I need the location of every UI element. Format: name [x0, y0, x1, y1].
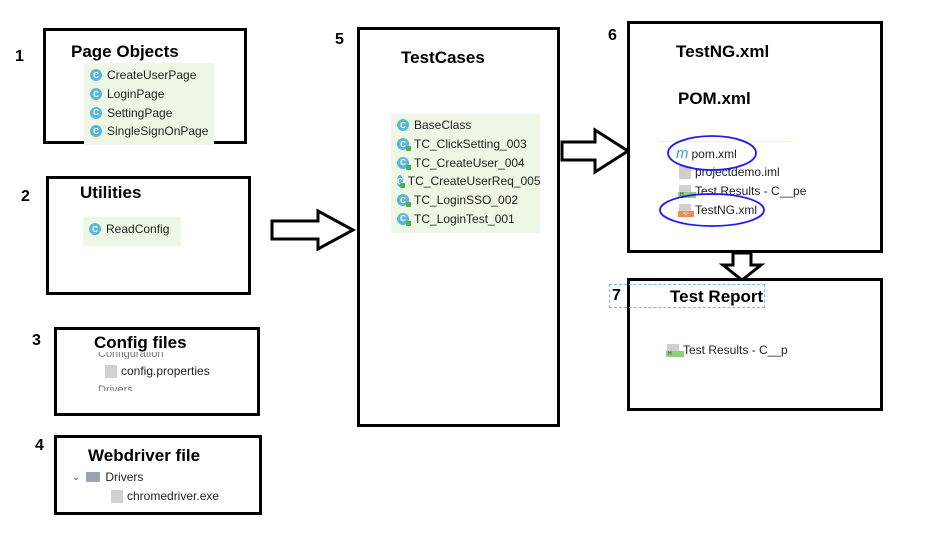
step-number-3: 3 [32, 332, 41, 349]
executable-file-icon [111, 489, 123, 503]
class-icon: C [90, 125, 102, 138]
item-label: projectdemo.iml [695, 165, 780, 179]
config-properties-file[interactable]: config.properties [105, 364, 210, 378]
partial-drivers-label: Drivers [98, 384, 133, 391]
page-objects-title: Page Objects [71, 42, 179, 61]
class-icon: C [89, 223, 101, 236]
list-item[interactable]: C ReadConfig [83, 220, 181, 239]
testng-xml-file[interactable]: TestNG.xml [678, 203, 758, 217]
maven-icon: m [676, 145, 689, 162]
item-label: TC_CreateUser_004 [414, 155, 525, 170]
html-file-icon [666, 343, 684, 357]
item-label: TC_CreateUserReq_005 [407, 174, 541, 189]
step-number-1: 1 [15, 48, 24, 65]
class-icon: C [397, 119, 409, 132]
item-label: TestNG.xml [695, 203, 758, 217]
class-icon: C [90, 88, 102, 101]
test-class-icon: C [397, 138, 411, 152]
item-label: CreateUserPage [107, 68, 197, 83]
webdriver-file-title: Webdriver file [88, 446, 201, 465]
divider [660, 141, 790, 142]
item-label: TC_ClickSetting_003 [414, 137, 527, 152]
partial-configuration-label: Configuration [98, 352, 164, 359]
step-number-5: 5 [335, 31, 344, 48]
list-item[interactable]: C BaseClass [391, 116, 540, 135]
testng-pom-box [627, 21, 883, 253]
config-files-box [54, 327, 260, 416]
test-class-icon: C [397, 194, 411, 208]
list-item[interactable]: C SettingPage [84, 103, 214, 122]
pom-title: POM.xml [678, 89, 751, 108]
list-item[interactable]: C LoginPage [84, 85, 214, 104]
chromedriver-file[interactable]: chromedriver.exe [111, 489, 219, 503]
item-label: TC_LoginTest_001 [414, 211, 515, 226]
config-files-title: Config files [94, 333, 187, 352]
testng-title: TestNG.xml [676, 42, 770, 61]
drivers-folder[interactable]: ⌄ Drivers [72, 470, 143, 484]
item-label: Test Results - C__p [683, 343, 788, 357]
item-label: BaseClass [414, 118, 472, 133]
item-label: SingleSignOnPage [107, 124, 209, 139]
test-class-icon: C [397, 156, 411, 170]
item-label: TC_LoginSSO_002 [414, 193, 519, 208]
testcases-title: TestCases [401, 48, 485, 67]
class-icon: C [90, 69, 102, 82]
item-label: ReadConfig [106, 222, 170, 237]
item-label: pom.xml [691, 146, 737, 161]
item-label: SettingPage [107, 105, 173, 120]
test-class-icon: C [397, 175, 405, 189]
step-number-4: 4 [35, 437, 44, 454]
test-report-title: Test Report [670, 287, 764, 306]
arrow-utilities-to-testcases [270, 208, 357, 252]
html-file-icon [678, 184, 696, 198]
test-results-report-file[interactable]: Test Results - C__p [666, 343, 788, 357]
iml-file-icon [679, 165, 691, 179]
chevron-down-icon[interactable]: ⌄ [72, 471, 81, 483]
testng-highlight-circle [659, 193, 765, 227]
test-class-icon: C [397, 212, 411, 226]
utilities-title: Utilities [80, 183, 142, 202]
arrow-testng-to-report [718, 251, 766, 282]
properties-file-icon [105, 364, 117, 378]
utilities-list: C ReadConfig [83, 217, 181, 246]
folder-icon [86, 472, 101, 482]
step-number-7: 7 [612, 287, 621, 304]
arrow-testcases-to-testng [560, 127, 631, 175]
projectdemo-iml-file[interactable]: projectdemo.iml [679, 165, 780, 179]
selected-textbox[interactable] [609, 284, 765, 308]
step-number-6: 6 [608, 27, 617, 44]
class-icon: C [90, 106, 102, 119]
step-number-2: 2 [21, 188, 30, 205]
item-label: chromedriver.exe [127, 489, 220, 503]
item-label: config.properties [121, 364, 210, 378]
list-item[interactable]: C SingleSignOnPage [84, 122, 214, 141]
pom-highlight-circle [667, 135, 757, 171]
xml-file-icon [678, 203, 694, 217]
list-item[interactable]: C CreateUserPage [84, 66, 214, 85]
item-label: LoginPage [107, 87, 165, 102]
folder-label: Drivers [105, 470, 144, 484]
